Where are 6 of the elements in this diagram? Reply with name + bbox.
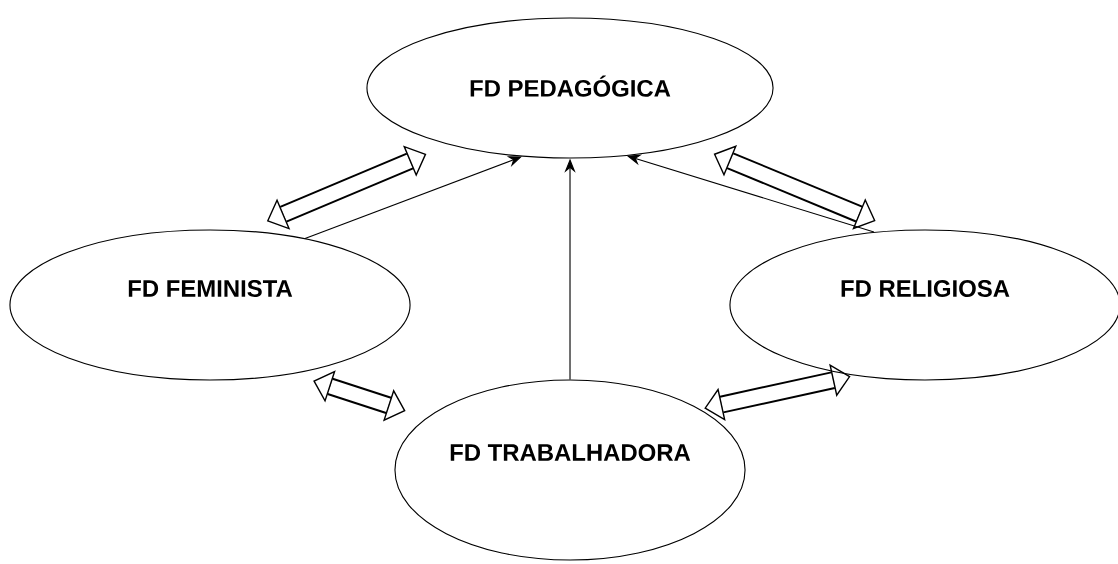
double-arrow <box>713 145 876 230</box>
ellipse-node: FD TRABALHADORA <box>394 379 746 561</box>
double-arrow <box>704 363 851 422</box>
ellipse-node: FD PEDAGÓGICA <box>366 17 774 159</box>
arrow <box>304 156 522 239</box>
ellipse-node: FD FEMINISTA <box>9 229 411 381</box>
